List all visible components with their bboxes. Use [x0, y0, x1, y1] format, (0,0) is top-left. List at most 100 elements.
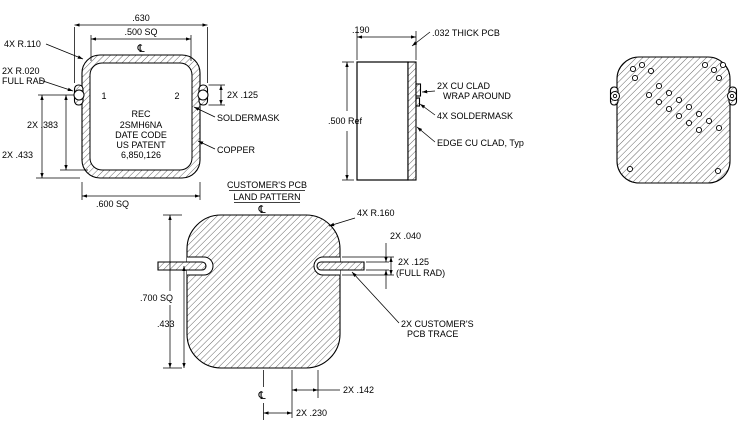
circle-primitive: [685, 103, 693, 111]
land-pattern-title-1: CUSTOMER'S PCB: [227, 180, 307, 190]
dim-500sq-label: .500 SQ: [124, 27, 157, 37]
dim-125-slot: 2X .125 (FULL RAD): [342, 256, 445, 278]
dim-230-label: 2X .230: [296, 408, 327, 418]
circle-primitive: [705, 117, 713, 125]
circle-primitive: [695, 126, 703, 134]
marking-line-1: REC: [131, 109, 151, 119]
circle-primitive: [655, 98, 663, 106]
dim-125-label: 2X .125: [227, 90, 258, 100]
dim-040: 2X .040: [366, 231, 421, 289]
dim-433-pattern-label: .433: [157, 319, 175, 329]
callout-r160: 4X R.160: [328, 208, 395, 227]
edge-clad-label: EDGE CU CLAD, Typ: [437, 138, 524, 148]
centerline-symbol-bottom: ℄: [257, 389, 265, 402]
dim-142: 2X .142: [292, 385, 374, 395]
dim-190: .190: [352, 25, 417, 60]
circle-primitive: [647, 67, 655, 75]
dim-630: .630: [74, 13, 208, 83]
soldermask-label: SOLDERMASK: [217, 113, 280, 123]
pcb-side-view: .190 .032 THICK PCB .500 Ref 2X CU CLAD …: [328, 25, 524, 181]
dim-700sq-label: .700 SQ: [140, 293, 173, 303]
circle-primitive: [715, 124, 723, 132]
dim-500-ref: .500 Ref: [328, 61, 363, 181]
dim-125-terminal: 2X .125: [208, 84, 258, 106]
dim-500-sq: .500 SQ: [90, 27, 192, 61]
dim-190-label: .190: [352, 25, 370, 35]
line-primitive: [421, 89, 436, 94]
r110-label: 4X R.110: [4, 39, 41, 49]
dim-433: 2X .433: [2, 95, 80, 179]
line-primitive: [416, 126, 436, 143]
dim-142-label: 2X .142: [343, 385, 374, 395]
dim-500ref-label: .500 Ref: [328, 116, 363, 126]
line-primitive: [193, 106, 216, 118]
dim-125-slot-label-2: (FULL RAD): [396, 268, 445, 278]
right-castellation-hole: [197, 89, 209, 101]
circle-primitive: [645, 91, 653, 99]
bottom-left-hole: [612, 93, 618, 99]
land-pattern-view: CUSTOMER'S PCB LAND PATTERN ℄ 4X R.160 2…: [140, 180, 474, 420]
cu-clad-label-2: WRAP AROUND: [443, 91, 511, 101]
pin-2-label: 2: [174, 91, 179, 101]
cu-clad-wrap-feature: [415, 83, 422, 97]
dim-383: 2X .383: [27, 94, 88, 171]
circle-primitive: [638, 61, 646, 69]
callout-soldermask: SOLDERMASK: [193, 106, 280, 123]
callout-edge-cu-clad: EDGE CU CLAD, Typ: [416, 126, 524, 148]
bottom-right-hole: [729, 93, 735, 99]
package-bottom-view: [609, 56, 738, 184]
circle-primitive: [675, 96, 683, 104]
trace-label-2: PCB TRACE: [407, 329, 458, 339]
marking-line-5: 6,850,126: [121, 150, 161, 160]
circle-primitive: [714, 167, 722, 175]
r020-label-1: 2X R.020: [2, 66, 40, 76]
copper-label: COPPER: [217, 145, 256, 155]
centerline-symbol-top: ℄: [257, 203, 265, 216]
marking-line-3: DATE CODE: [115, 130, 167, 140]
dim-630-label: .630: [132, 13, 150, 23]
thick-pcb-label: .032 THICK PCB: [432, 28, 500, 38]
land-pattern-pad: [186, 214, 341, 369]
callout-thick-pcb: .032 THICK PCB: [411, 28, 500, 47]
land-pattern-title-2: LAND PATTERN: [233, 192, 300, 202]
line-primitive: [39, 79, 74, 92]
callout-r110: 4X R.110: [4, 39, 84, 60]
bottom-view-body: [616, 56, 731, 184]
circle-primitive: [675, 112, 683, 120]
circle-primitive: [629, 65, 637, 73]
line-primitive: [328, 217, 356, 227]
soldermask-4x-label: 4X SOLDERMASK: [437, 111, 513, 121]
callout-cu-clad-wrap: 2X CU CLAD WRAP AROUND: [421, 81, 511, 101]
line-primitive: [45, 43, 84, 60]
r020-label-2: FULL RAD: [2, 76, 46, 86]
dim-125-slot-label-1: 2X .125: [398, 257, 429, 267]
dim-433-label: 2X .433: [2, 150, 33, 160]
callout-copper: COPPER: [197, 140, 256, 155]
line-primitive: [351, 271, 400, 324]
callout-4x-soldermask: 4X SOLDERMASK: [419, 103, 513, 121]
line-primitive: [419, 103, 436, 116]
circle-primitive: [701, 61, 709, 69]
line-primitive: [197, 140, 216, 150]
cu-clad-label-1: 2X CU CLAD: [437, 81, 491, 91]
soldermask-feature: [415, 97, 421, 107]
dim-600-sq: .600 SQ: [81, 182, 201, 209]
circle-primitive: [655, 82, 663, 90]
part-marking: REC 2SMH6NA DATE CODE US PATENT 6,850,12…: [115, 109, 167, 160]
callout-r020: 2X R.020 FULL RAD: [2, 66, 74, 92]
left-castellation-hole: [73, 89, 85, 101]
right-pcb-trace: [316, 261, 365, 271]
circle-primitive: [719, 61, 727, 69]
dim-383-label: 2X .383: [27, 120, 58, 130]
via-array: [626, 61, 727, 175]
line-primitive: [411, 31, 431, 47]
dim-600sq-label: .600 SQ: [96, 199, 129, 209]
circle-primitive: [685, 119, 693, 127]
callout-pcb-trace: 2X CUSTOMER'S PCB TRACE: [351, 271, 474, 339]
pcb-substrate: [407, 61, 417, 181]
dim-230: 2X .230: [263, 408, 327, 418]
package-top-view: .630 .500 SQ ℄ 4X R.110 2X R.020 FULL RA…: [2, 13, 280, 209]
circle-primitive: [710, 66, 718, 74]
dim-700-sq: .700 SQ: [140, 214, 182, 369]
